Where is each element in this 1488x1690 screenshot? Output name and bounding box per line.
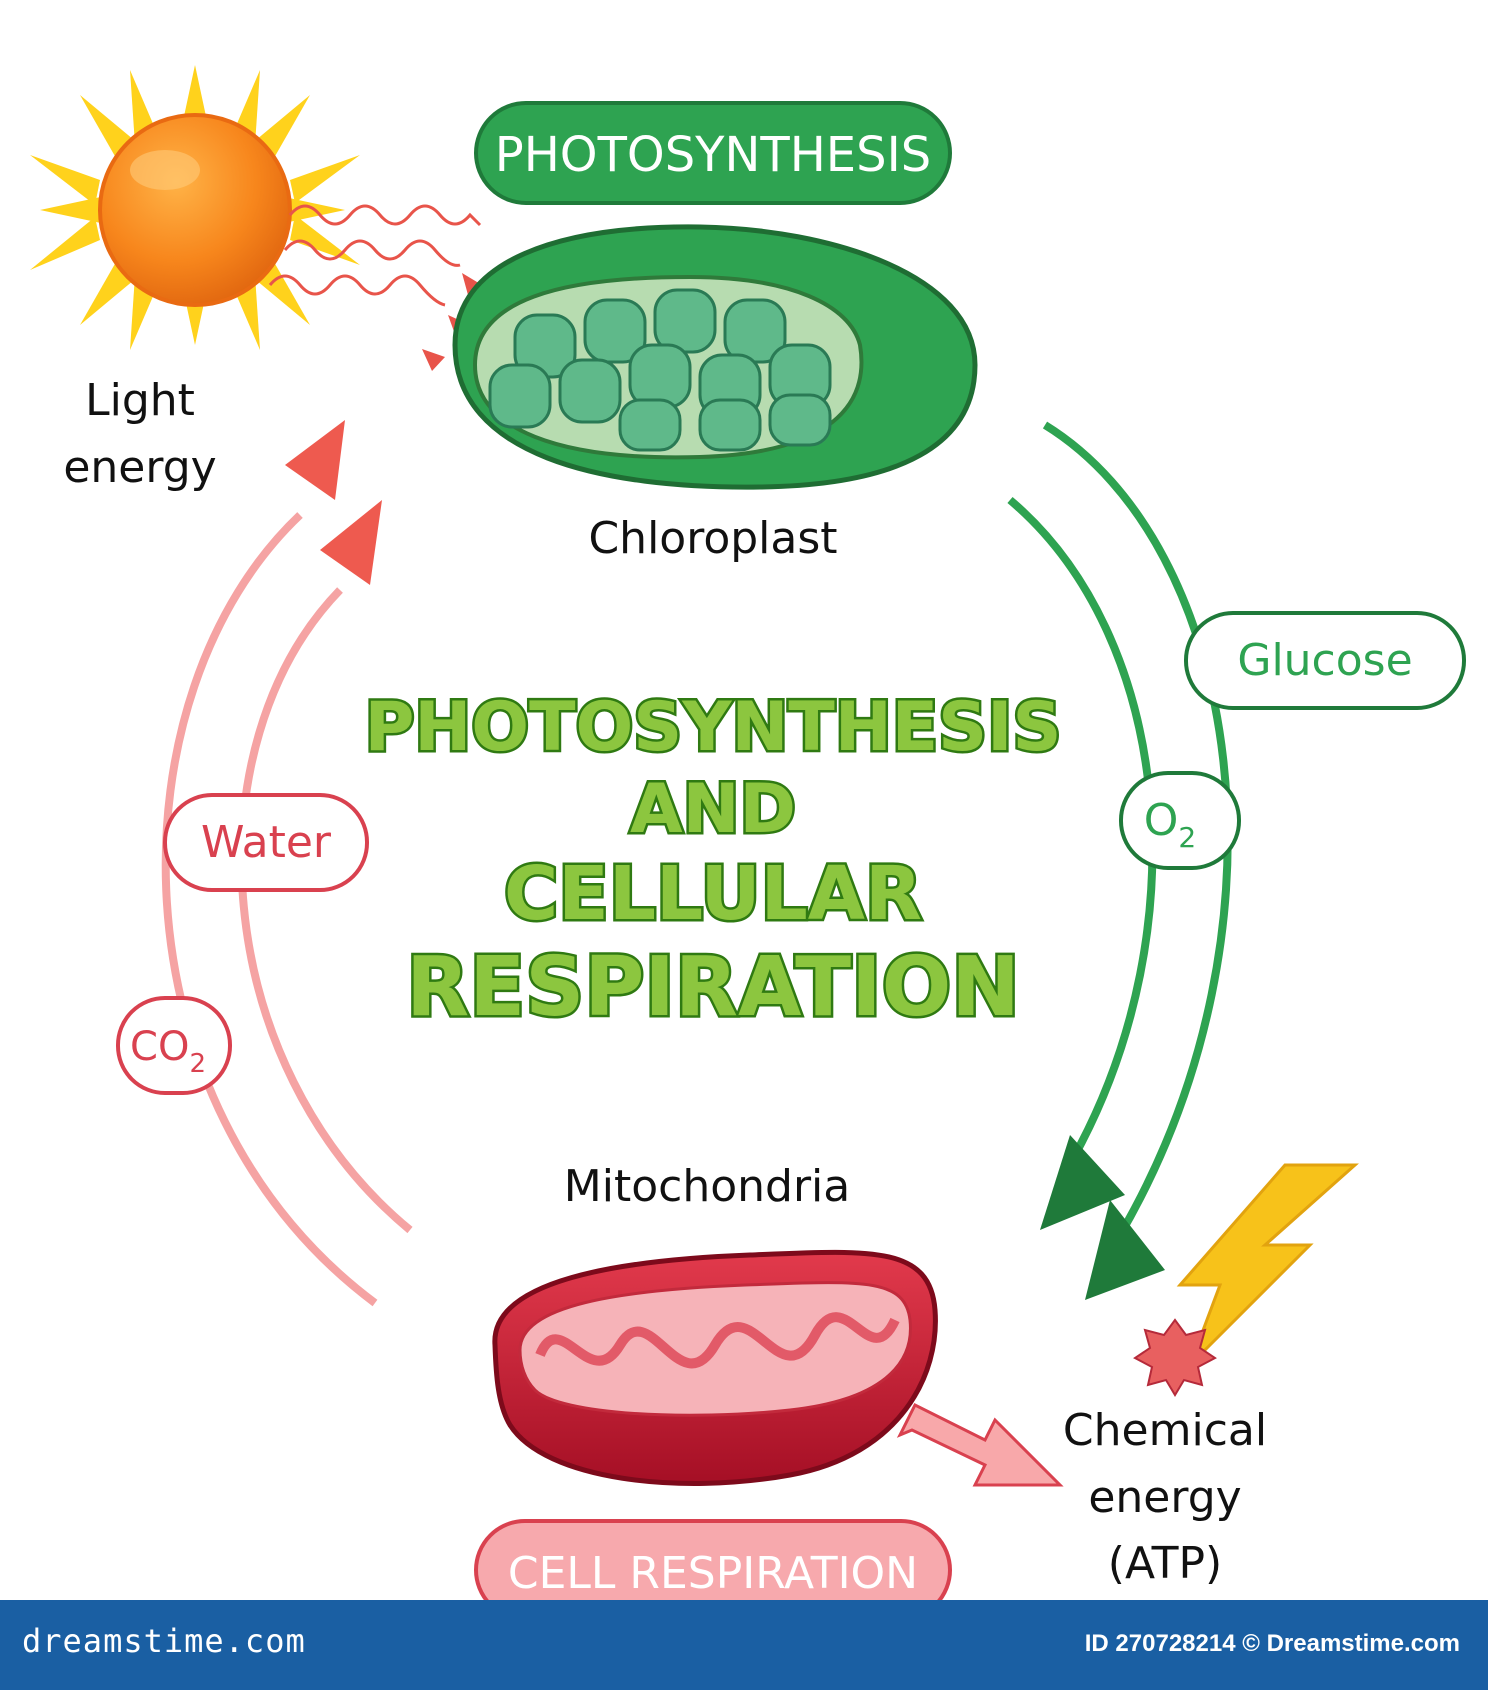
pink-arrows <box>161 512 413 1307</box>
water-pill: Water <box>163 793 369 892</box>
co2-pill-label: CO2 <box>130 1024 206 1079</box>
water-pill-label: Water <box>201 817 332 868</box>
co2-base: CO <box>130 1024 189 1070</box>
o2-base: O <box>1144 795 1179 846</box>
title-line-3: CELLULAR <box>504 851 922 937</box>
cell-respiration-pill-label: CELL RESPIRATION <box>508 1548 918 1599</box>
cell-respiration-pill: CELL RESPIRATION <box>474 1519 952 1621</box>
title-line-2: AND <box>630 770 796 849</box>
photosynthesis-pill-label: PHOTOSYNTHESIS <box>495 127 931 183</box>
mitochondria-label: Mitochondria <box>564 1161 850 1212</box>
glucose-pill-label: Glucose <box>1237 635 1412 686</box>
chemical-energy-label-line1: Chemical <box>1063 1405 1267 1456</box>
pink-arrowheads <box>285 420 382 585</box>
chloroplast-icon <box>452 224 978 490</box>
main-title: PHOTOSYNTHESIS AND CELLULAR RESPIRATION <box>362 686 1064 1038</box>
footer-image-id: ID 270728214 © Dreamstime.com <box>1084 1630 1460 1657</box>
chemical-energy-label-line3: (ATP) <box>1108 1538 1222 1589</box>
o2-subscript: 2 <box>1178 821 1196 854</box>
photosynthesis-pill: PHOTOSYNTHESIS <box>474 101 952 205</box>
footer-bar: dreamstime.com ID 270728214 © Dreamstime… <box>0 1600 1488 1690</box>
light-ray-arrows <box>268 204 482 307</box>
chloroplast-label: Chloroplast <box>588 513 837 564</box>
co2-pill: CO2 <box>116 996 232 1095</box>
light-energy-label-line1: Light <box>85 375 195 426</box>
o2-pill-label: O2 <box>1144 795 1196 854</box>
o2-pill: O2 <box>1119 771 1241 870</box>
lightning-icon <box>1176 1163 1359 1367</box>
chemical-energy-label-line2: energy <box>1088 1472 1241 1523</box>
title-line-4: RESPIRATION <box>406 940 1020 1035</box>
starburst-icon <box>1133 1318 1217 1397</box>
title-line-1: PHOTOSYNTHESIS <box>365 688 1062 767</box>
co2-subscript: 2 <box>189 1049 206 1079</box>
mitochondria-icon <box>492 1249 938 1486</box>
glucose-pill: Glucose <box>1184 611 1466 710</box>
atp-arrow <box>896 1402 1064 1487</box>
green-arrowheads <box>1040 1135 1165 1300</box>
light-energy-label-line2: energy <box>63 442 216 493</box>
footer-brand: dreamstime.com <box>22 1622 306 1660</box>
